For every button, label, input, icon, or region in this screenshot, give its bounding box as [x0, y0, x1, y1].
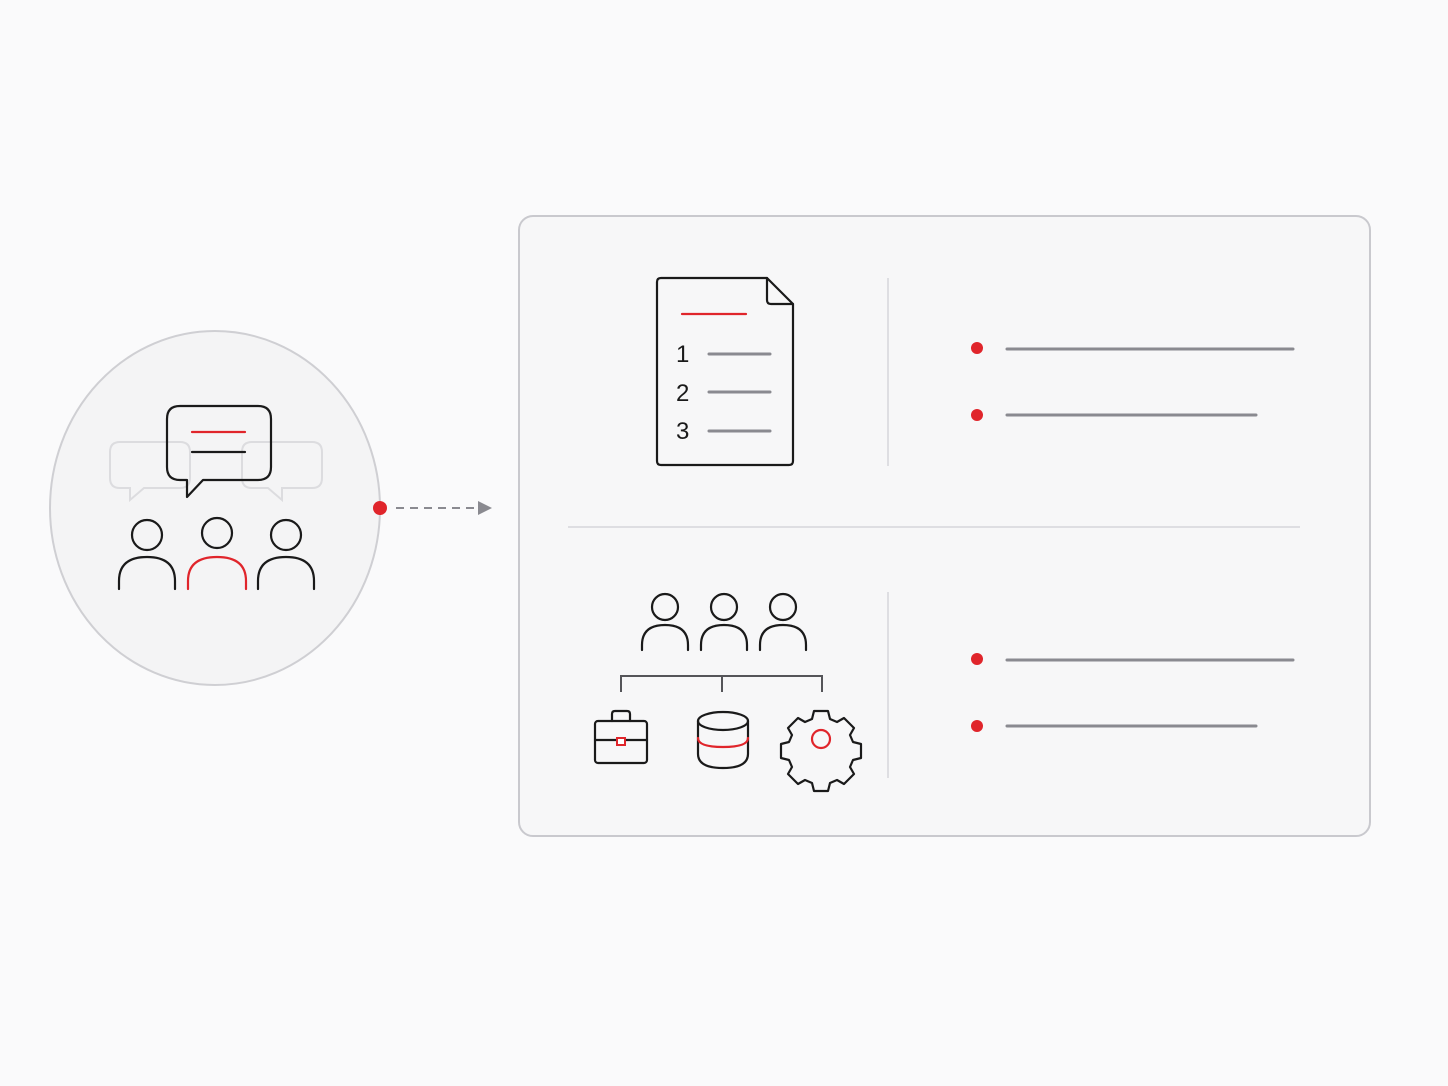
team-discussion-circle	[49, 330, 381, 686]
bullet-item	[971, 342, 1295, 354]
list-number-3: 3	[676, 418, 689, 445]
tree-connector	[620, 675, 823, 692]
gear-icon	[779, 709, 863, 793]
list-number-1: 1	[676, 341, 689, 368]
info-panel	[518, 215, 1371, 837]
briefcase-icon	[593, 709, 649, 765]
list-number-2: 2	[676, 380, 689, 407]
database-icon	[696, 710, 750, 770]
numbered-document-icon: 1 2 3	[655, 276, 795, 467]
people-icon	[640, 592, 808, 652]
bullet-item	[971, 653, 1295, 665]
dashed-arrow-icon	[373, 501, 492, 515]
bottom-bullet-list	[971, 653, 1295, 732]
speech-bubble-icon	[165, 404, 273, 499]
group-of-people-icon	[117, 516, 316, 591]
top-bullet-list	[971, 342, 1295, 421]
faded-speech-bubbles-icon	[109, 441, 323, 503]
team-hierarchy	[593, 592, 863, 793]
bullet-item	[971, 409, 1258, 421]
bullet-item	[971, 720, 1258, 732]
